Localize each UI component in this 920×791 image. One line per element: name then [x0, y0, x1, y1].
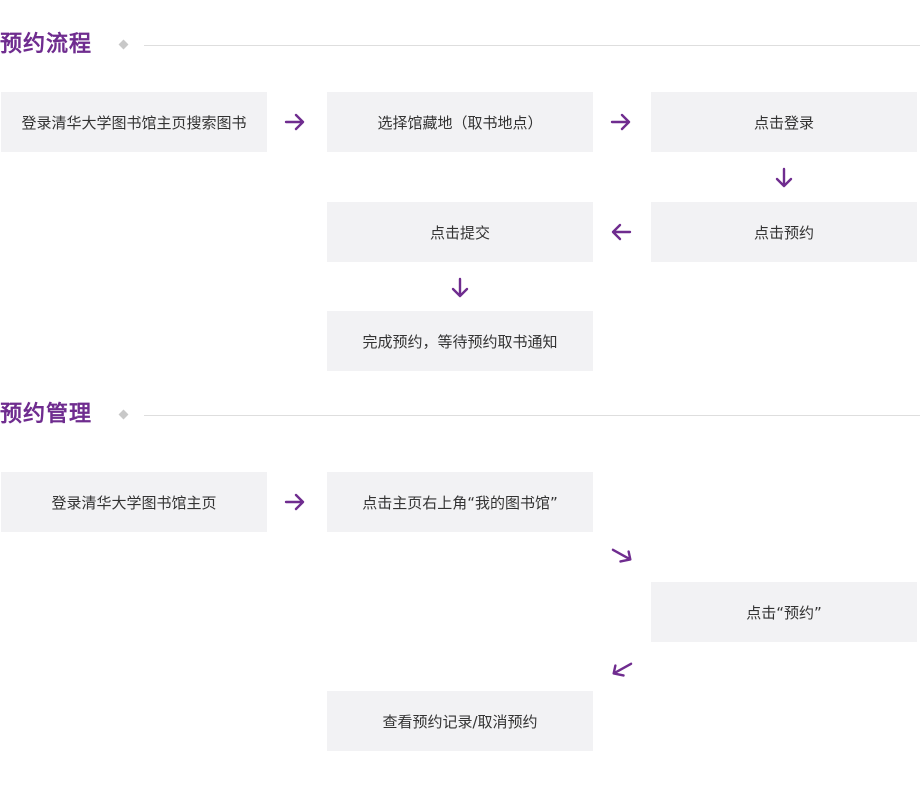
process-step-reserve: 点击预约 — [651, 202, 917, 262]
section-divider — [144, 415, 920, 416]
section-title-management: 预约管理 — [0, 402, 93, 427]
arrow-down-icon — [448, 276, 472, 300]
diamond-icon — [118, 409, 129, 420]
process-step-location: 选择馆藏地（取书地点） — [327, 92, 593, 152]
arrow-right-icon — [609, 110, 633, 134]
manage-step-login: 登录清华大学图书馆主页 — [1, 472, 267, 532]
section-divider — [144, 45, 920, 46]
manage-step-reserve: 点击“预约” — [651, 582, 917, 642]
process-step-login: 点击登录 — [651, 92, 917, 152]
arrow-down-right-icon — [610, 542, 634, 566]
process-step-search: 登录清华大学图书馆主页搜索图书 — [1, 92, 267, 152]
arrow-right-icon — [283, 110, 307, 134]
arrow-down-icon — [772, 166, 796, 190]
arrow-down-left-icon — [610, 656, 634, 680]
manage-step-view-cancel: 查看预约记录/取消预约 — [327, 691, 593, 751]
diamond-icon — [118, 39, 129, 50]
process-step-complete: 完成预约，等待预约取书通知 — [327, 311, 593, 371]
arrow-right-icon — [283, 490, 307, 514]
manage-step-my-library: 点击主页右上角“我的图书馆” — [327, 472, 593, 532]
process-step-submit: 点击提交 — [327, 202, 593, 262]
section-title-process: 预约流程 — [0, 32, 93, 57]
arrow-left-icon — [609, 220, 633, 244]
